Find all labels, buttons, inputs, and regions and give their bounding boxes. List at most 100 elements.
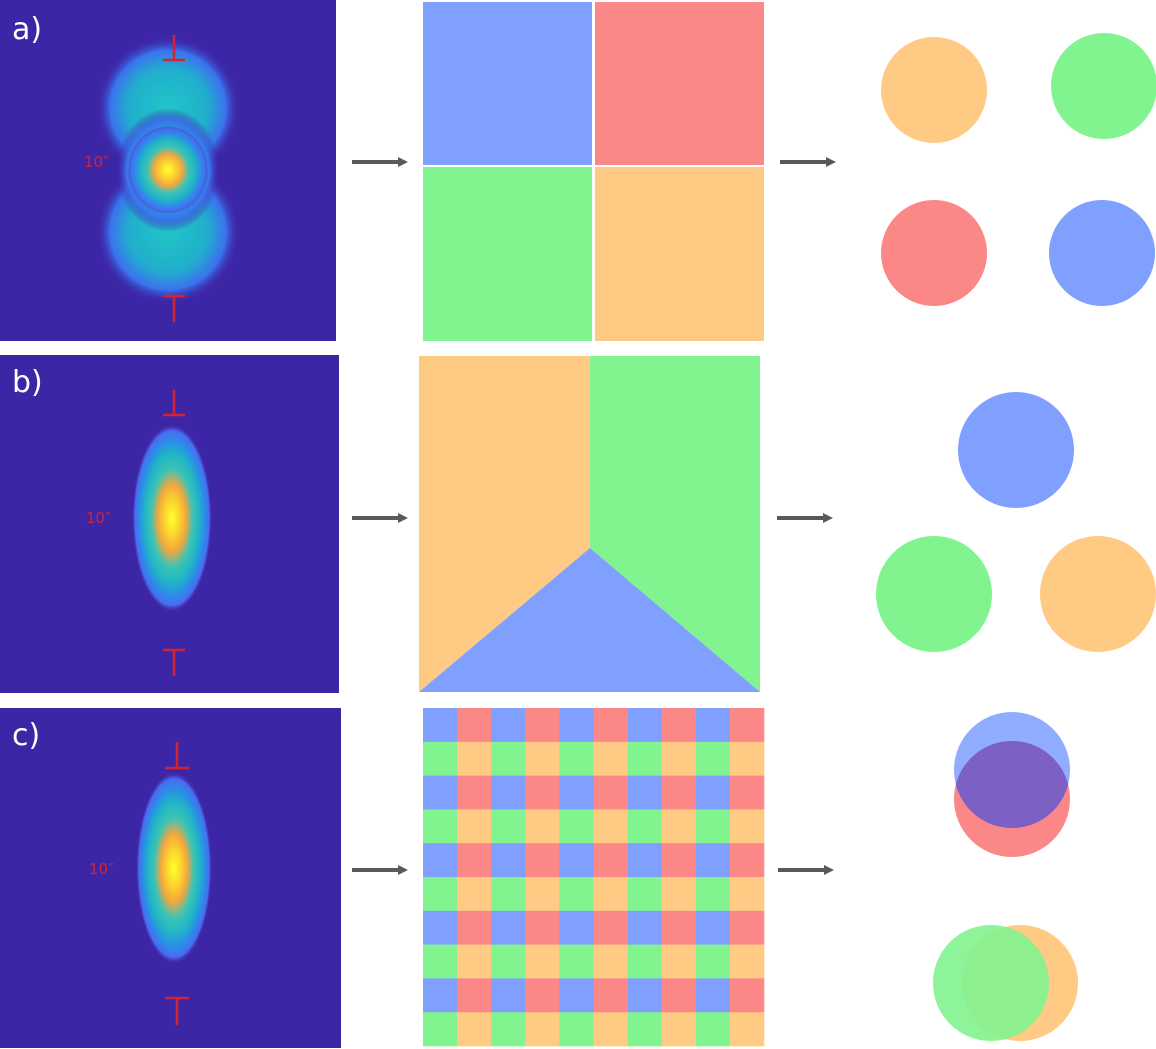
checker-cell: [559, 944, 594, 979]
checker-cell: [627, 944, 662, 979]
checker-cell: [525, 978, 560, 1013]
checker-cell: [695, 809, 731, 844]
panel-label-a: a): [12, 12, 43, 47]
checker-cell: [729, 1012, 765, 1047]
checker-cell: [729, 775, 765, 810]
checker-cell: [729, 877, 765, 912]
spot-red: [881, 200, 987, 306]
checker-cell: [593, 978, 628, 1013]
checker-cell: [457, 978, 492, 1013]
checker-cell: [661, 1012, 697, 1047]
output-spots-c: [933, 712, 1078, 1041]
checker-cell: [593, 809, 628, 844]
checker-cell: [729, 910, 765, 945]
checker-cell: [491, 944, 526, 979]
row-a: [0, 0, 1156, 341]
scale-label-c: 10″: [89, 860, 114, 878]
checker-cell: [593, 944, 628, 979]
checker-cell: [491, 741, 526, 776]
checker-cell: [627, 775, 662, 810]
checker-cell: [559, 1012, 594, 1047]
checker-cell: [695, 910, 731, 945]
spot-blue: [958, 392, 1074, 508]
scale-bar-c: [165, 742, 189, 1025]
psf-blob-c: [136, 772, 212, 964]
checker-cell: [661, 843, 697, 878]
segment-orange: [419, 356, 590, 692]
spot-overlap-red-blue: [955, 741, 1069, 828]
checker-cell: [695, 741, 731, 776]
checker-cell: [559, 910, 594, 945]
checker-cell: [525, 741, 560, 776]
checker-cell: [457, 775, 492, 810]
checker-cell: [423, 741, 458, 776]
checker-cell: [491, 809, 526, 844]
spot-green: [933, 925, 1049, 1041]
checker-cell: [491, 877, 526, 912]
checker-cell: [627, 809, 662, 844]
checker-cell: [661, 708, 697, 743]
checker-cell: [457, 843, 492, 878]
checker-cell: [423, 775, 458, 810]
checker-cell: [729, 708, 765, 743]
checker-cell: [525, 1012, 560, 1047]
checker-cell: [593, 877, 628, 912]
checker-cell: [423, 944, 458, 979]
checker-cell: [559, 775, 594, 810]
checker-cell: [695, 877, 731, 912]
spot-green: [1051, 33, 1156, 139]
segment-blue: [419, 548, 760, 692]
spot-blue: [1049, 200, 1155, 306]
checker-cell: [491, 978, 526, 1013]
checker-cell: [627, 708, 662, 743]
checker-cell: [729, 741, 765, 776]
checker-cell: [423, 843, 458, 878]
checker-cell: [423, 978, 458, 1013]
pupil-segments-b: [419, 356, 760, 692]
checker-cell: [729, 843, 765, 878]
segment-green: [590, 356, 760, 692]
checker-cell: [423, 910, 458, 945]
checker-cell: [695, 775, 731, 810]
checker-cell: [491, 843, 526, 878]
checker-cell: [525, 910, 560, 945]
checker-cell: [525, 809, 560, 844]
checker-cell: [525, 708, 560, 743]
pupil-segments-a: [423, 2, 764, 341]
checker-cell: [525, 843, 560, 878]
checker-cell: [593, 775, 628, 810]
checker-cell: [457, 809, 492, 844]
checker-cell: [661, 809, 697, 844]
checker-cell: [593, 843, 628, 878]
output-spots-a: [881, 33, 1156, 306]
checker-cell: [593, 708, 628, 743]
checker-cell: [423, 809, 458, 844]
checker-cell: [627, 978, 662, 1013]
checker-cell: [525, 944, 560, 979]
spot-orange: [881, 37, 987, 143]
scale-label-b: 10″: [86, 509, 111, 527]
checker-cell: [661, 775, 697, 810]
segment-blue: [423, 2, 592, 165]
checker-cell: [593, 1012, 628, 1047]
row-b: [0, 355, 1156, 693]
checker-cell: [627, 877, 662, 912]
checker-cell: [457, 708, 492, 743]
checker-cell: [695, 708, 731, 743]
checker-cell: [661, 741, 697, 776]
checker-cell: [423, 877, 458, 912]
checker-cell: [423, 708, 458, 743]
checker-cell: [661, 910, 697, 945]
checker-cell: [491, 1012, 526, 1047]
checker-cell: [661, 978, 697, 1013]
checker-cell: [593, 910, 628, 945]
pupil-segments-c: [423, 708, 765, 1047]
output-spots-b: [876, 392, 1156, 652]
checker-cell: [559, 741, 594, 776]
checker-cell: [525, 775, 560, 810]
checker-cell: [559, 978, 594, 1013]
checker-cell: [457, 910, 492, 945]
psf-blob-a: [96, 36, 240, 304]
checker-cell: [457, 1012, 492, 1047]
